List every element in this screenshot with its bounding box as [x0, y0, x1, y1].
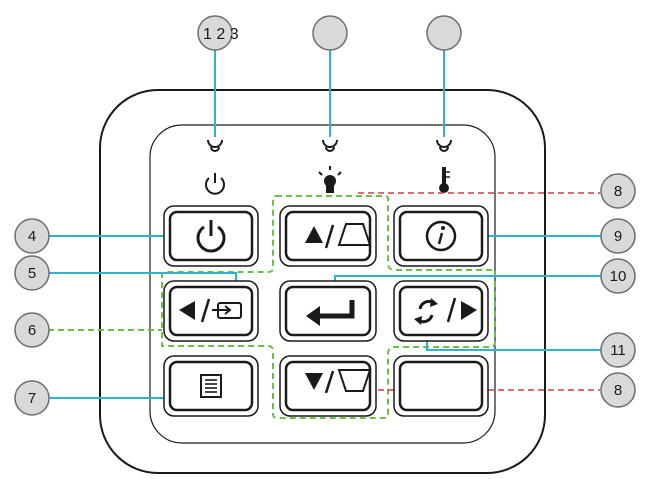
keystone-icon [337, 369, 372, 392]
up-triangle-icon [305, 226, 323, 243]
info-icon [425, 220, 457, 252]
callout-circle-3 [426, 15, 462, 51]
callout-5: 5 [14, 255, 50, 291]
down-triangle-icon [305, 373, 323, 390]
temp-led [436, 139, 452, 152]
group-outline-top [161, 195, 496, 419]
svg-text:10: 10 [610, 268, 627, 285]
resync-icon [414, 298, 438, 325]
enter-button[interactable] [279, 280, 377, 342]
callout-circle-1 [197, 15, 233, 51]
top-callouts: 1 2 3 [197, 15, 462, 137]
callout-6: 6 [14, 312, 50, 348]
svg-text:4: 4 [28, 228, 36, 245]
info-button[interactable] [393, 205, 489, 267]
left-source-button[interactable] [163, 280, 259, 342]
menu-list-icon [200, 374, 222, 398]
callout-line-5 [48, 272, 237, 281]
blank-button[interactable] [393, 355, 489, 417]
svg-text:8: 8 [614, 382, 622, 399]
callout-11: 11 [600, 332, 636, 368]
callout-10: 10 [600, 258, 636, 294]
source-icon [212, 302, 242, 319]
callout-4: 4 [14, 218, 50, 254]
power-led [207, 139, 223, 152]
svg-text:9: 9 [614, 228, 622, 245]
svg-text:7: 7 [28, 390, 36, 407]
lamp-led [322, 139, 338, 152]
power-button[interactable] [163, 205, 259, 267]
thermometer-icon [439, 167, 450, 193]
callout-8-bottom: 8 [600, 372, 636, 408]
power-icon [196, 220, 226, 253]
svg-text:11: 11 [610, 342, 626, 359]
keystone-icon [337, 223, 372, 246]
enter-arrow-icon [306, 300, 355, 326]
top-label: 1 2 3 [203, 26, 239, 43]
svg-text:6: 6 [28, 322, 36, 339]
menu-button[interactable] [163, 355, 259, 417]
callout-circle-2 [312, 15, 348, 51]
svg-text:5: 5 [28, 265, 36, 282]
up-keystone-button[interactable] [279, 205, 377, 267]
power-icon [205, 173, 225, 195]
right-triangle-icon [461, 301, 477, 320]
svg-text:8: 8 [614, 183, 622, 200]
callout-7: 7 [14, 380, 50, 416]
left-triangle-icon [179, 301, 195, 320]
callout-9: 9 [600, 218, 636, 254]
down-keystone-button[interactable] [279, 355, 377, 417]
resync-right-button[interactable] [393, 280, 489, 342]
lamp-icon [318, 166, 342, 193]
callout-8-top: 8 [600, 173, 636, 209]
